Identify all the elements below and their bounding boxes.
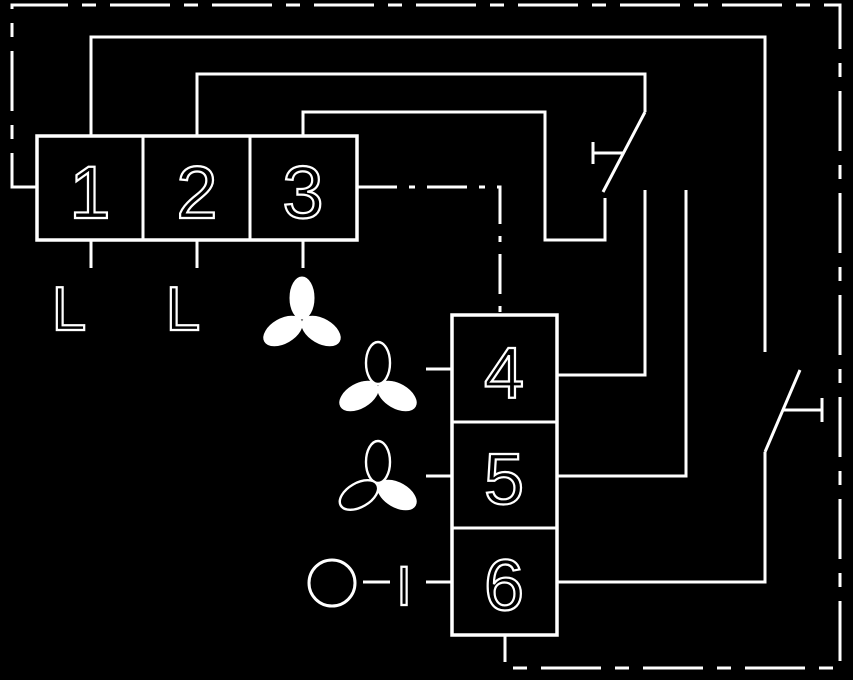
terminal-6-label: 6 [484,546,524,626]
push-switch-upper [591,111,647,193]
wire-terminal-2 [195,72,647,136]
terminal-block-top: 1 2 3 [35,134,359,242]
outer-dashed-wire [10,3,842,670]
terminal-1-label: 1 [69,151,110,234]
fan-high-speed-icon [263,276,341,347]
wire-terminal-3 [301,110,607,242]
fan-medium-speed-icon [339,340,417,412]
terminal-4-label: 4 [484,334,524,414]
terminal-3-label: 3 [282,151,323,234]
dashdot-link-3-4 [357,185,502,315]
push-switch-right [763,369,824,453]
wire-terminal-1 [89,35,767,352]
live-label-2: L [166,275,200,344]
fan-low-speed-icon [338,439,417,511]
live-label-1: L [52,275,86,344]
wire-terminal-4 [557,190,647,377]
terminal-2-label: 2 [176,151,217,234]
terminal-block-right: 4 5 6 [450,313,559,637]
on-off-switch-icon [307,558,452,608]
off-mark-label: I [396,554,412,617]
wire-terminal-6 [557,452,767,584]
wire-terminal-5 [557,190,688,478]
terminal-5-label: 5 [484,440,524,520]
